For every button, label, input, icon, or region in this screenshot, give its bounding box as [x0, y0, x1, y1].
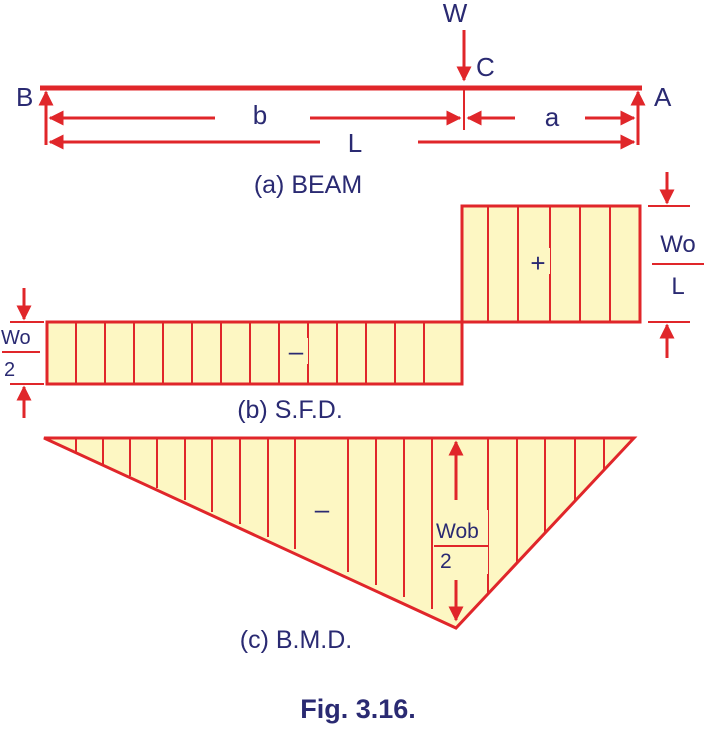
bmd-negative-sign: – [315, 494, 330, 524]
support-a-label: A [654, 82, 672, 112]
bmd-hatching [75, 438, 605, 609]
sfd-positive-sign: + [530, 248, 545, 278]
sfd-left-value-den: 2 [4, 359, 15, 381]
sfd-negative-sign: – [289, 336, 304, 366]
support-b-label: B [16, 82, 33, 112]
sfd-caption: (b) S.F.D. [237, 396, 343, 424]
sfd-negative-hatching [75, 322, 425, 384]
sfd-right-value-num: Wo [660, 231, 696, 258]
dim-a-label: a [545, 102, 560, 132]
point-c-label: C [476, 52, 495, 82]
sfd-positive-hatching [487, 206, 611, 322]
bmd-caption: (c) B.M.D. [240, 626, 353, 654]
bmd-max-value-num: Wob [436, 520, 479, 543]
load-label: W [443, 0, 468, 28]
sfd-negative-block [45, 320, 464, 386]
sfd-left-value-num: Wo [1, 327, 31, 349]
bmd-max-value-den: 2 [440, 550, 452, 573]
beam-panel: W C B A b a L (a) BEAM [16, 0, 672, 199]
figure-label: Fig. 3.16. [300, 694, 416, 724]
bmd-panel: – Wob 2 (c) B.M.D. [43, 436, 638, 654]
sfd-panel: + – Wo L W [1, 172, 704, 424]
beam-caption: (a) BEAM [254, 171, 362, 199]
sfd-right-value-den: L [671, 273, 684, 300]
dim-b-label: b [253, 100, 267, 130]
dim-l-label: L [348, 128, 362, 158]
